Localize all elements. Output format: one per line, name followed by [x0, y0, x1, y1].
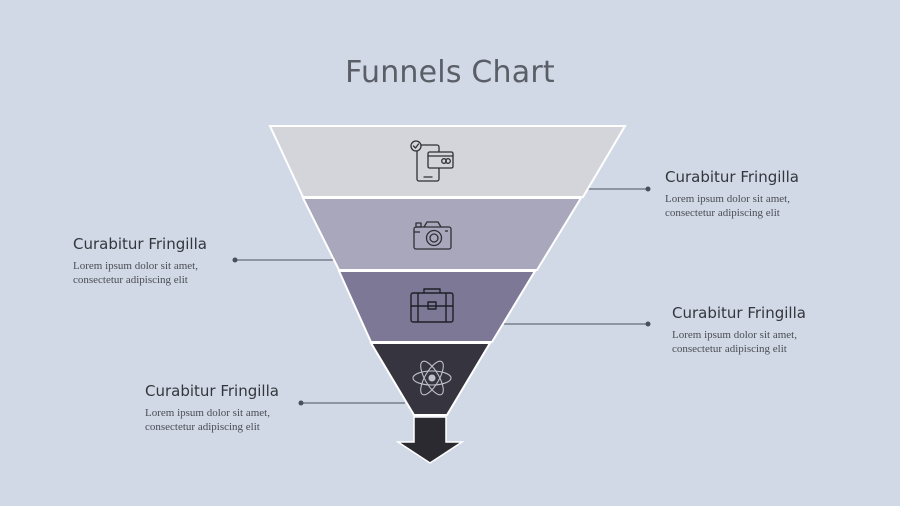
- stage-heading: Curabitur Fringilla: [73, 235, 207, 253]
- briefcase-icon: [410, 288, 454, 323]
- stage-description-line: Lorem ipsum dolor sit amet,: [665, 193, 790, 205]
- connector-dot-1: [645, 186, 651, 192]
- atom-icon: [412, 360, 452, 396]
- stage-label-3: Curabitur Fringilla Lorem ipsum dolor si…: [672, 304, 900, 356]
- stage-label-1: Curabitur Fringilla Lorem ipsum dolor si…: [665, 168, 900, 220]
- arrow-down-icon: [395, 416, 465, 464]
- connector-dot-3: [645, 321, 651, 327]
- connector-dot-4: [298, 400, 304, 406]
- stage-description: Lorem ipsum dolor sit amet, consectetur …: [73, 259, 313, 287]
- stage-description-line: consectetur adipiscing elit: [73, 274, 188, 286]
- stage-label-2: Curabitur Fringilla Lorem ipsum dolor si…: [73, 235, 313, 287]
- stage-description-line: Lorem ipsum dolor sit amet,: [145, 407, 270, 419]
- page-title: Funnels Chart: [345, 55, 555, 90]
- camera-icon: [413, 221, 452, 250]
- stage-heading: Curabitur Fringilla: [145, 382, 279, 400]
- stage-description: Lorem ipsum dolor sit amet, consectetur …: [145, 406, 385, 434]
- mobile-payment-icon: [410, 140, 454, 182]
- stage-description: Lorem ipsum dolor sit amet, consectetur …: [665, 192, 900, 220]
- stage-description: Lorem ipsum dolor sit amet, consectetur …: [672, 328, 900, 356]
- stage-description-line: Lorem ipsum dolor sit amet,: [672, 329, 797, 341]
- stage-label-4: Curabitur Fringilla Lorem ipsum dolor si…: [145, 382, 385, 434]
- funnel-segment-2: [301, 197, 583, 271]
- stage-description-line: consectetur adipiscing elit: [145, 421, 260, 433]
- stage-heading: Curabitur Fringilla: [672, 304, 806, 322]
- stage-heading: Curabitur Fringilla: [665, 168, 799, 186]
- connector-dot-2: [232, 257, 238, 263]
- stage-description-line: consectetur adipiscing elit: [672, 343, 787, 355]
- stage-description-line: consectetur adipiscing elit: [665, 207, 780, 219]
- stage-description-line: Lorem ipsum dolor sit amet,: [73, 260, 198, 272]
- connectors: [232, 186, 651, 406]
